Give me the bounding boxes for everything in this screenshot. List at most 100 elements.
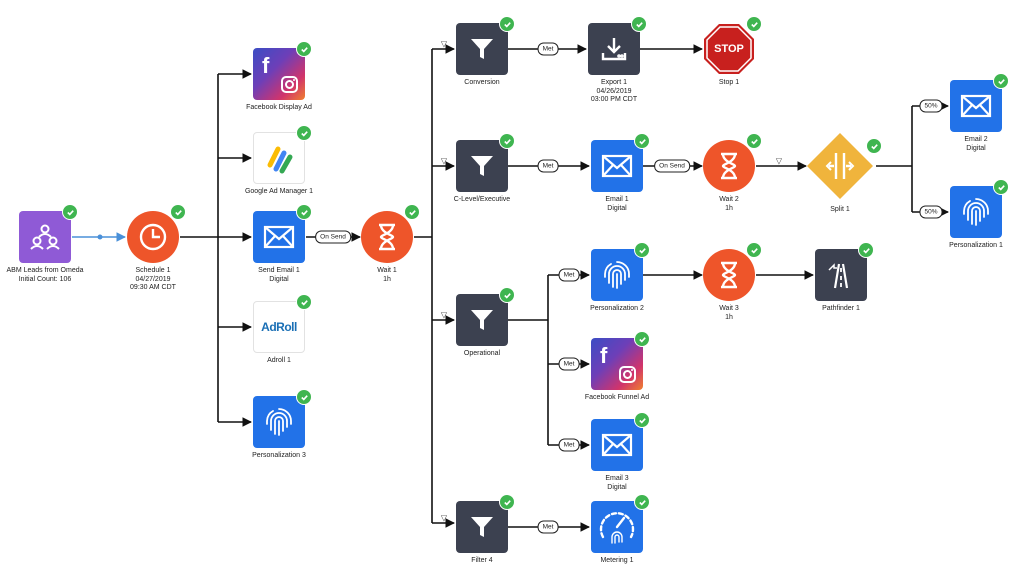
edge-label-split-percent[interactable]: 50%	[919, 99, 943, 113]
edge-label-met[interactable]: Met	[558, 268, 580, 282]
stop-sign-text: STOP	[714, 43, 744, 55]
edge-label-on-send[interactable]: On Send	[315, 230, 351, 244]
status-check-icon	[499, 287, 515, 303]
status-check-icon	[634, 133, 650, 149]
node-label: Split 1	[830, 206, 850, 213]
status-check-icon	[746, 133, 762, 149]
split-icon	[807, 133, 873, 199]
node-pathfinder-1[interactable]: Pathfinder 1	[815, 242, 874, 312]
funnel-icon	[456, 140, 508, 192]
status-check-icon	[296, 41, 312, 57]
status-check-icon	[170, 204, 186, 220]
status-check-icon	[296, 294, 312, 310]
svg-text:f: f	[600, 343, 608, 368]
edge-label-met[interactable]: Met	[537, 159, 559, 173]
node-split-1[interactable]: Split 1	[807, 133, 882, 213]
filter-marker-icon: ▽	[775, 156, 783, 166]
node-operational-filter[interactable]: Operational	[456, 287, 515, 357]
envelope-icon	[950, 80, 1002, 132]
node-facebook-funnel-ad[interactable]: f Facebook Funnel Ad	[585, 331, 650, 401]
filter-marker-icon: ▽	[440, 513, 448, 523]
edge-label-on-send[interactable]: On Send	[654, 159, 690, 173]
node-personalization-1[interactable]: Personalization 1	[949, 179, 1009, 249]
node-google-ad-manager[interactable]: Google Ad Manager 1	[245, 125, 313, 195]
clock-icon	[127, 211, 179, 263]
funnel-icon	[456, 23, 508, 75]
status-check-icon	[296, 389, 312, 405]
edge-label-met[interactable]: Met	[558, 438, 580, 452]
node-label: Facebook Display Ad	[246, 104, 312, 111]
node-label: Operational	[463, 350, 501, 357]
node-label: Metering 1	[600, 557, 634, 564]
node-label: Pathfinder 1	[822, 305, 860, 312]
node-label: Personalization 1	[949, 242, 1003, 249]
node-personalization-3[interactable]: Personalization 3	[252, 389, 312, 459]
download-icon	[588, 23, 640, 75]
edge-label-met[interactable]: Met	[558, 357, 580, 371]
status-check-icon	[499, 494, 515, 510]
envelope-icon	[253, 211, 305, 263]
filter-marker-icon: ▽	[440, 39, 448, 49]
status-check-icon	[858, 242, 874, 258]
adroll-icon: AdRoll	[253, 301, 305, 353]
status-check-icon	[631, 16, 647, 32]
node-label: Personalization 2	[590, 305, 644, 312]
node-conversion-filter[interactable]: Conversion	[456, 16, 515, 86]
people-network-icon	[19, 211, 71, 263]
envelope-icon	[591, 140, 643, 192]
node-clevel-filter[interactable]: C-Level/Executive	[454, 133, 515, 203]
hourglass-icon	[703, 249, 755, 301]
node-label: Stop 1	[718, 79, 740, 86]
funnel-icon	[456, 294, 508, 346]
node-filter-4[interactable]: Filter 4	[456, 494, 515, 564]
node-label: Personalization 3	[252, 452, 306, 459]
google-ad-manager-icon	[253, 132, 305, 184]
fingerprint-icon	[591, 249, 643, 301]
node-label: C-Level/Executive	[453, 196, 511, 203]
node-metering-1[interactable]: Metering 1	[591, 494, 650, 564]
facebook-instagram-icon: f	[253, 48, 305, 100]
edge-label-met[interactable]: Met	[537, 42, 559, 56]
status-check-icon	[993, 179, 1009, 195]
node-adroll-1[interactable]: AdRoll Adroll 1	[253, 294, 312, 364]
node-personalization-2[interactable]: Personalization 2	[590, 242, 650, 312]
node-label: Facebook Funnel Ad	[584, 394, 650, 401]
node-label: Filter 4	[471, 557, 493, 564]
hourglass-icon	[361, 211, 413, 263]
edge-label-split-percent[interactable]: 50%	[919, 205, 943, 219]
status-check-icon	[993, 73, 1009, 89]
status-check-icon	[634, 412, 650, 428]
status-check-icon	[404, 204, 420, 220]
status-check-icon	[866, 138, 882, 154]
node-facebook-display-ad[interactable]: f Facebook Display Ad	[246, 41, 312, 111]
status-check-icon	[634, 494, 650, 510]
status-check-icon	[296, 125, 312, 141]
node-stop-1[interactable]: STOP Stop 1	[703, 16, 762, 86]
status-check-icon	[499, 16, 515, 32]
edge-label-met[interactable]: Met	[537, 520, 559, 534]
svg-text:f: f	[262, 53, 270, 78]
node-label: Conversion	[464, 79, 500, 86]
node-label: Adroll 1	[267, 357, 291, 364]
status-check-icon	[296, 204, 312, 220]
status-check-icon	[746, 16, 762, 32]
road-icon	[815, 249, 867, 301]
